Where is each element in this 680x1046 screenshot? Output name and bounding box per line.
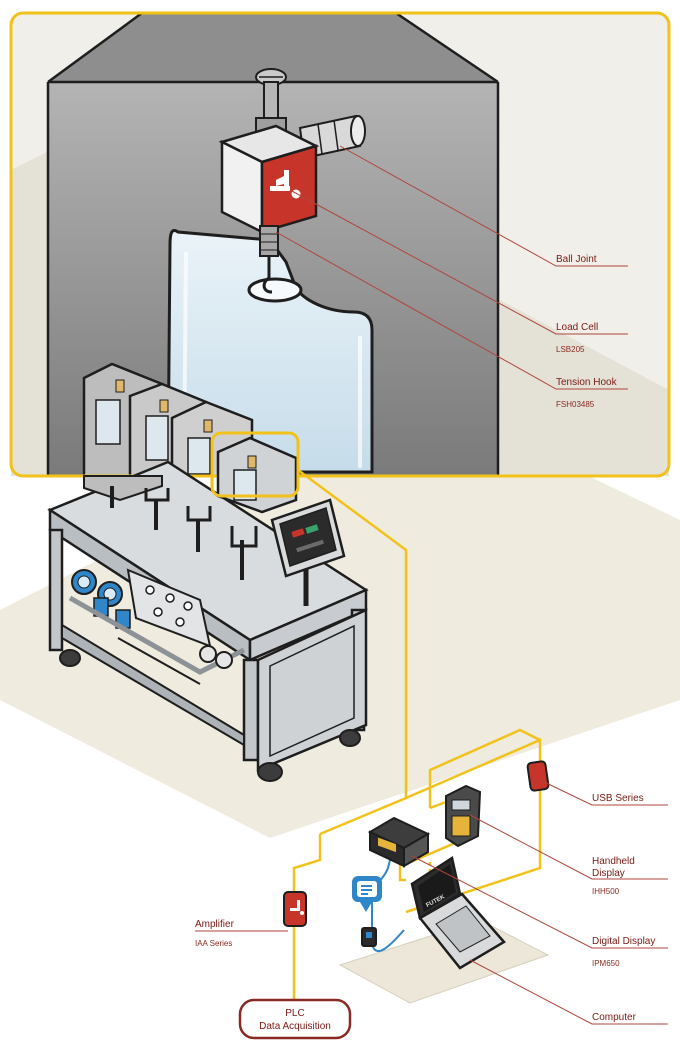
callout-amplifier-model: IAA Series [195,939,232,948]
highlight-box [210,431,300,498]
futek-logo-icon [290,900,304,915]
callout-digital-display-model: IPM650 [592,959,620,968]
plc-line1: PLC [285,1008,304,1019]
test-chamber-top [48,13,498,82]
plc-data-acquisition-box: PLC Data Acquisition [238,998,352,1040]
callout-ball-joint: Ball Joint [556,254,597,265]
zoom-panel-frame [9,11,671,478]
bag-hang-hole [247,277,303,303]
callout-digital-display: Digital Display [592,936,655,947]
callout-handheld-line2: Display [592,868,625,879]
amplifier-iaa [283,891,307,927]
handheld-display-ihh500 [445,784,482,848]
callout-handheld-model: IHH500 [592,887,620,896]
workbench [47,460,369,782]
touch-monitor [270,498,346,606]
callout-load-cell: Load Cell [556,322,598,333]
leader-lines [195,145,668,1025]
caster-wheel [59,649,81,667]
plc-line2: Data Acquisition [259,1021,331,1032]
data-message-icon [352,876,382,912]
caster-wheel [257,762,283,782]
tension-hook [259,225,279,294]
load-cell-lsb205 [218,124,320,235]
bench-chambers [83,436,298,580]
callout-computer: Computer [592,1012,637,1023]
digital-display-ipm650 [367,816,431,868]
zoom-detail-panel [9,11,671,478]
laptop-computer: FUTEK [410,855,506,970]
usb-connector [361,927,377,947]
callout-usb-series: USB Series [592,793,644,804]
callout-load-cell-model: LSB205 [556,345,585,354]
callout-amplifier: Amplifier [195,919,235,930]
callout-tension-hook: Tension Hook [556,377,618,388]
usb-series-device [526,760,550,792]
caster-wheel [339,729,361,747]
callout-handheld-line1: Handheld [592,856,635,867]
callout-tension-hook-model: FSH03485 [556,400,595,409]
